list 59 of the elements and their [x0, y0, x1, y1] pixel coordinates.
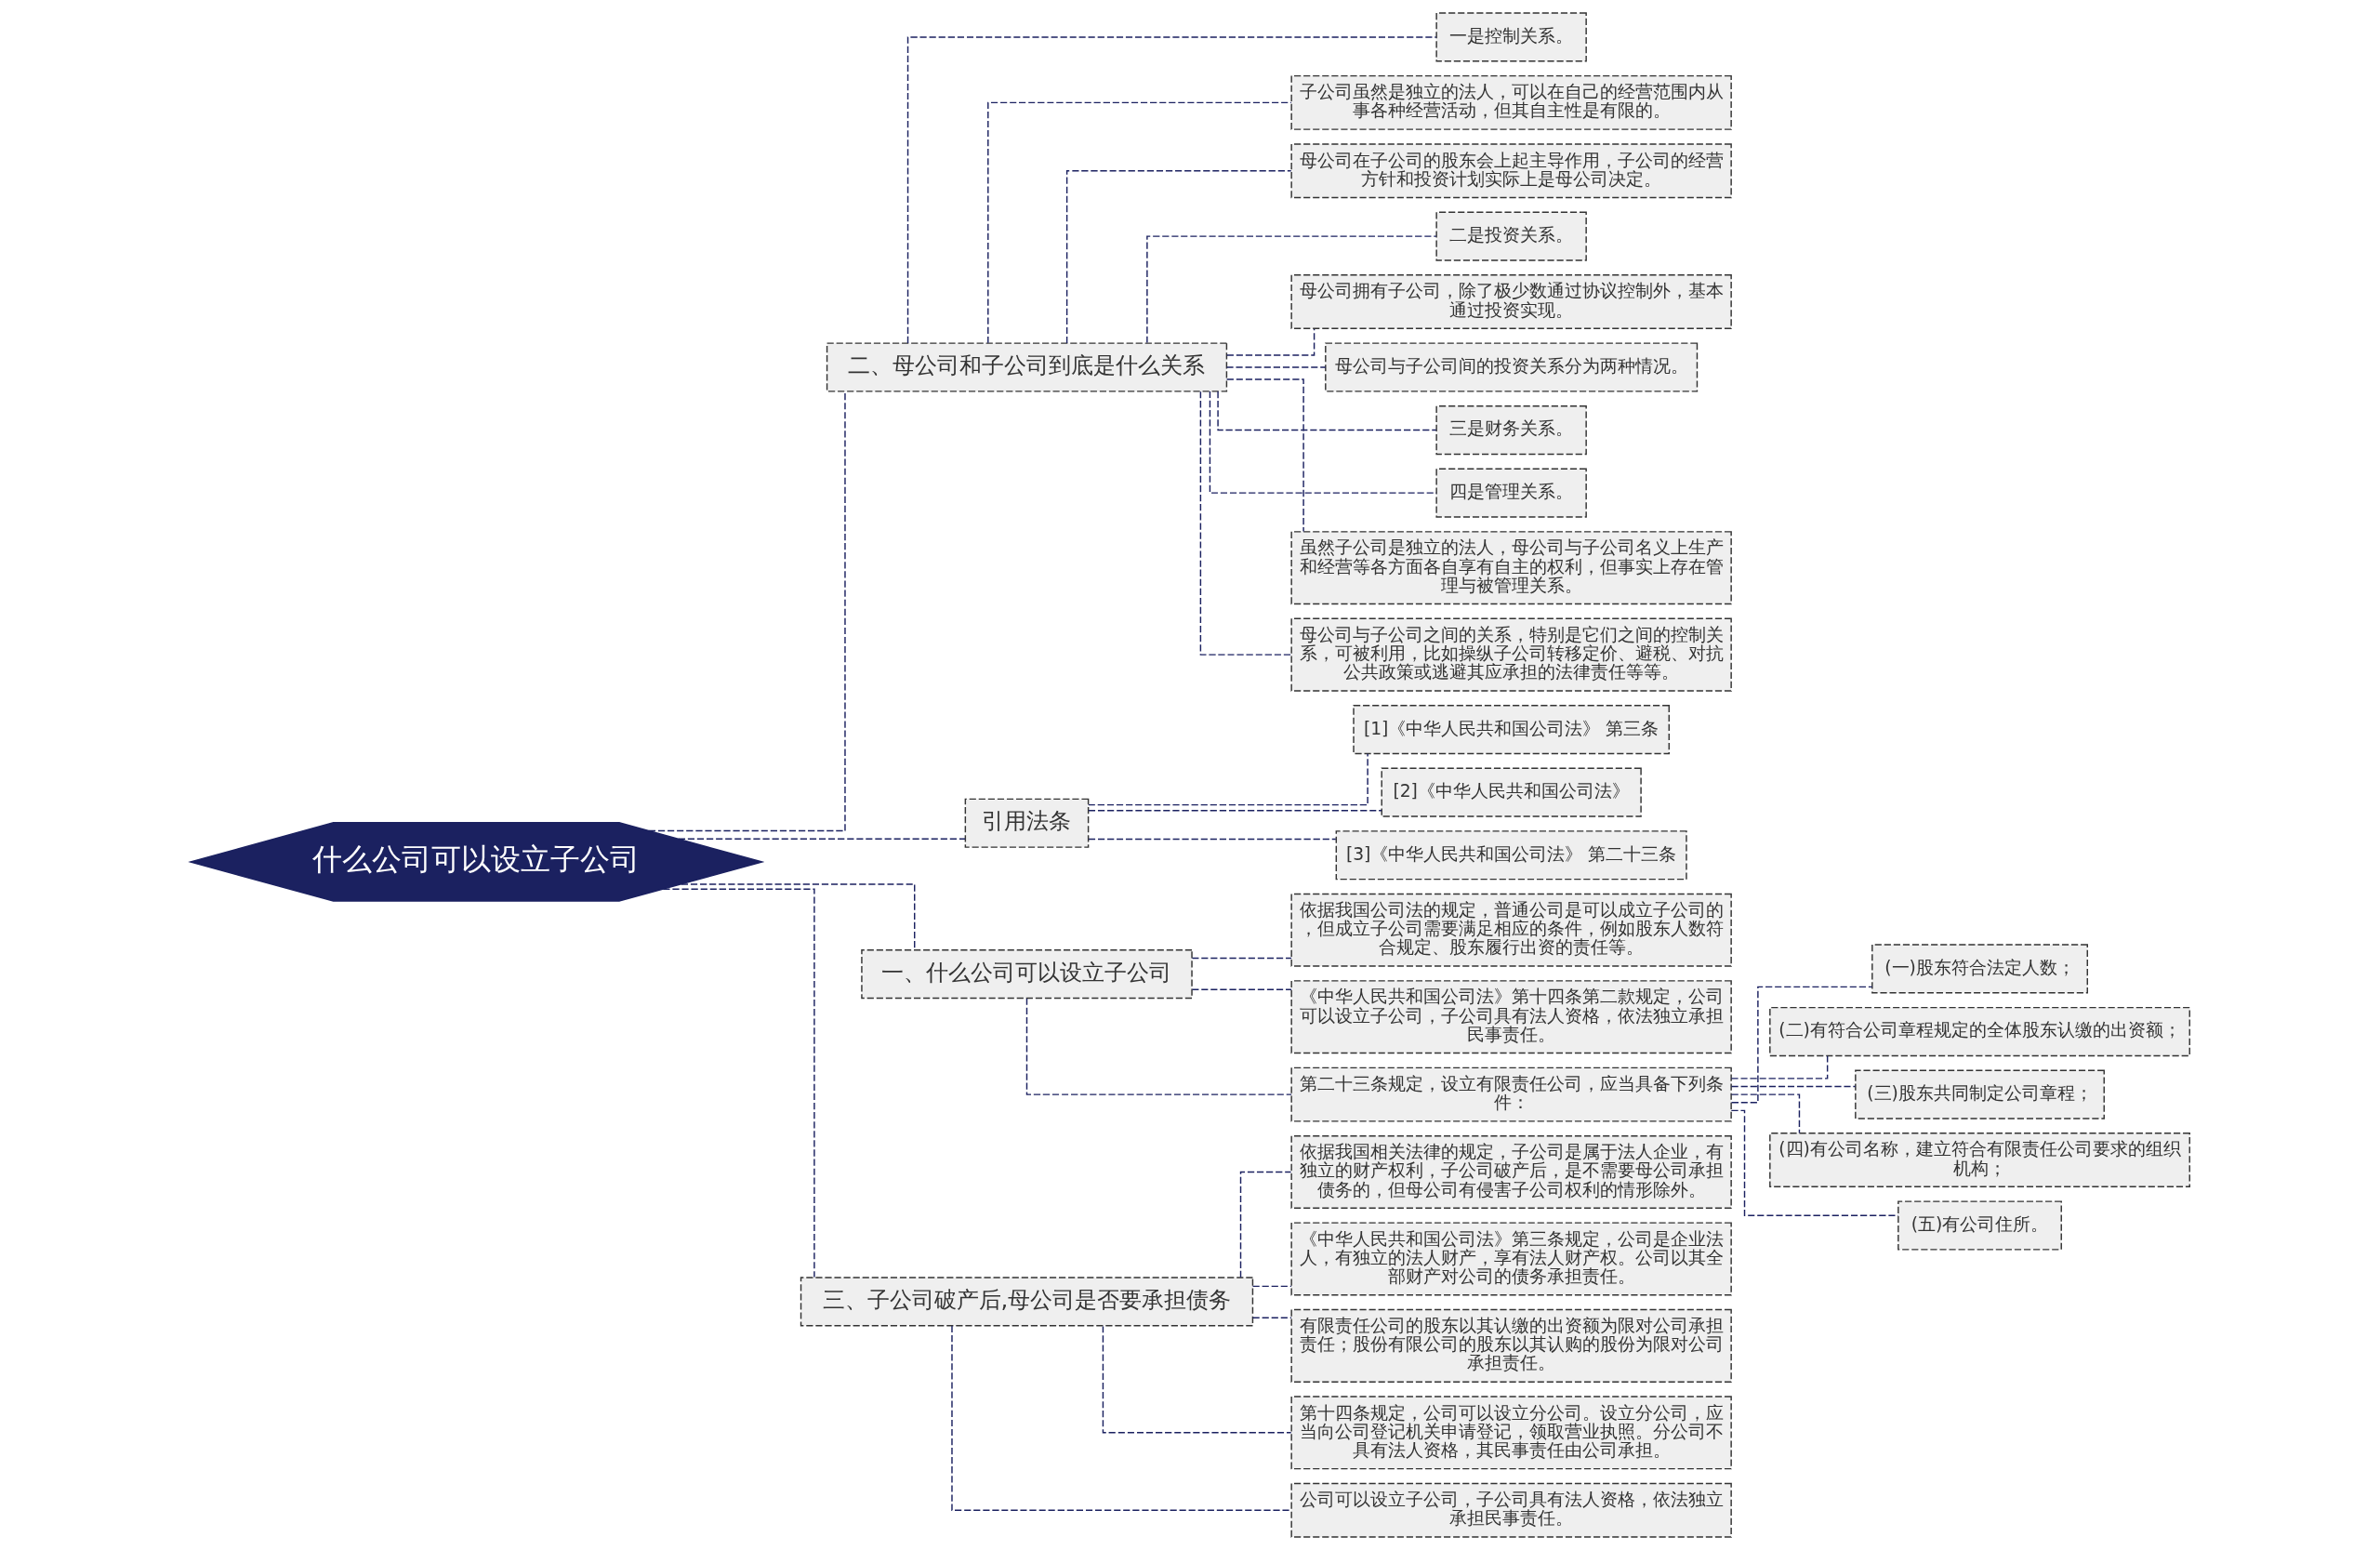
connector — [906, 36, 1437, 344]
connector — [1217, 391, 1437, 431]
connector — [1088, 810, 1382, 812]
connector — [1730, 1093, 1801, 1134]
node-box: (五)有公司住所。 — [1897, 1200, 2062, 1251]
node-box: 第二十三条规定，设立有限责任公司，应当具备下列条件： — [1290, 1066, 1732, 1122]
connector — [662, 888, 815, 1278]
node-box: 一、什么公司可以设立子公司 — [861, 949, 1193, 1000]
node-box: 一是控制关系。 — [1435, 12, 1587, 62]
node-box: (一)股东符合法定人数； — [1871, 944, 2088, 994]
connector — [1025, 998, 1292, 1095]
connector — [1088, 838, 1337, 841]
connector — [987, 101, 1292, 344]
node-box: 有限责任公司的股东以其认缴的出资额为限对公司承担责任；股份有限公司的股东以其认购的股份为限对公司承担责任。 — [1290, 1308, 1732, 1383]
node-box: 公司可以设立子公司，子公司具有法人资格，依法独立承担民事责任。 — [1290, 1482, 1732, 1538]
connector — [1209, 391, 1437, 494]
connector — [1199, 391, 1292, 656]
node-box: [3]《中华人民共和国公司法》 第二十三条 — [1335, 830, 1687, 881]
connector — [1251, 1285, 1292, 1288]
node-box: 《中华人民共和国公司法》第三条规定，公司是企业法人，有独立的法人财产，享有法人财产权。公司以其全部财产对公司的债务承担责任。 — [1290, 1222, 1732, 1296]
node-box: [1]《中华人民共和国公司法》 第三条 — [1353, 705, 1670, 755]
connector — [1088, 752, 1368, 806]
connector — [1730, 1085, 1857, 1088]
connector — [1225, 378, 1304, 533]
connector — [1225, 328, 1316, 356]
node-box: 三、子公司破产后,母公司是否要承担债务 — [800, 1277, 1254, 1327]
node-box: 三是财务关系。 — [1435, 405, 1587, 456]
connector — [1102, 1325, 1292, 1434]
node-box: 虽然子公司是独立的法人，母公司与子公司名义上生产和经营等各方面各自享有自主的权利，但事实上存在管理与被管理关系。 — [1290, 531, 1732, 605]
connector — [1239, 1171, 1292, 1278]
connector — [951, 1325, 1292, 1511]
connector — [1225, 366, 1327, 368]
node-box: 母公司与子公司间的投资关系分为两种情况。 — [1325, 342, 1699, 392]
connector — [1251, 1317, 1292, 1318]
node-box: 第十四条规定，公司可以设立分公司。设立分公司，应当向公司登记机关申请登记，领取营业执照。分公司不具有法人资格，其民事责任由公司承担。 — [1290, 1396, 1732, 1470]
node-box: 四是管理关系。 — [1435, 468, 1587, 518]
connector — [1730, 1109, 1899, 1216]
connector — [1191, 957, 1292, 960]
node-box: 母公司在子公司的股东会上起主导作用，子公司的经营方针和投资计划实际上是母公司决定。 — [1290, 143, 1732, 199]
node-box: (四)有公司名称，建立符合有限责任公司要求的组织机构； — [1769, 1133, 2190, 1187]
node-box: (三)股东共同制定公司章程； — [1855, 1069, 2105, 1119]
connector — [1730, 1055, 1829, 1080]
connector — [1730, 986, 1873, 1104]
connector — [1065, 169, 1292, 344]
node-box: 母公司拥有子公司，除了极少数通过协议控制外，基本通过投资实现。 — [1290, 274, 1732, 330]
connector — [678, 838, 966, 841]
node-box: 二是投资关系。 — [1435, 211, 1587, 261]
node-box: 二、母公司和子公司到底是什么关系 — [826, 342, 1228, 392]
connector — [1191, 988, 1292, 990]
connector — [1146, 235, 1437, 344]
node-box: 《中华人民共和国公司法》第十四条第二款规定，公司可以设立子公司，子公司具有法人资格，依法独立承担民事责任。 — [1290, 980, 1732, 1054]
node-box: [2]《中华人民共和国公司法》 — [1381, 767, 1642, 817]
node-box: 引用法条 — [964, 798, 1090, 848]
node-box: 依据我国公司法的规定，普通公司是可以成立子公司的，但成立子公司需要满足相应的条件，例如股东人数符合规定、股东履行出资的责任等。 — [1290, 893, 1732, 967]
node-box: (二)有符合公司章程规定的全体股东认缴的出资额； — [1769, 1006, 2190, 1057]
connector — [648, 391, 846, 832]
node-box: 子公司虽然是独立的法人，可以在自己的经营范围内从事各种经营活动，但其自主性是有限的。 — [1290, 74, 1732, 130]
node-box: 依据我国相关法律的规定，子公司是属于法人企业，有独立的财产权利，子公司破产后，是不需要母公司承担债务的，但母公司有侵害子公司权利的情形除外。 — [1290, 1134, 1732, 1209]
node-box: 母公司与子公司之间的关系，特别是它们之间的控制关系，可被利用，比如操纵子公司转移定价、避税、对抗公共政策或逃避其应承担的法律责任等等。 — [1290, 617, 1732, 692]
